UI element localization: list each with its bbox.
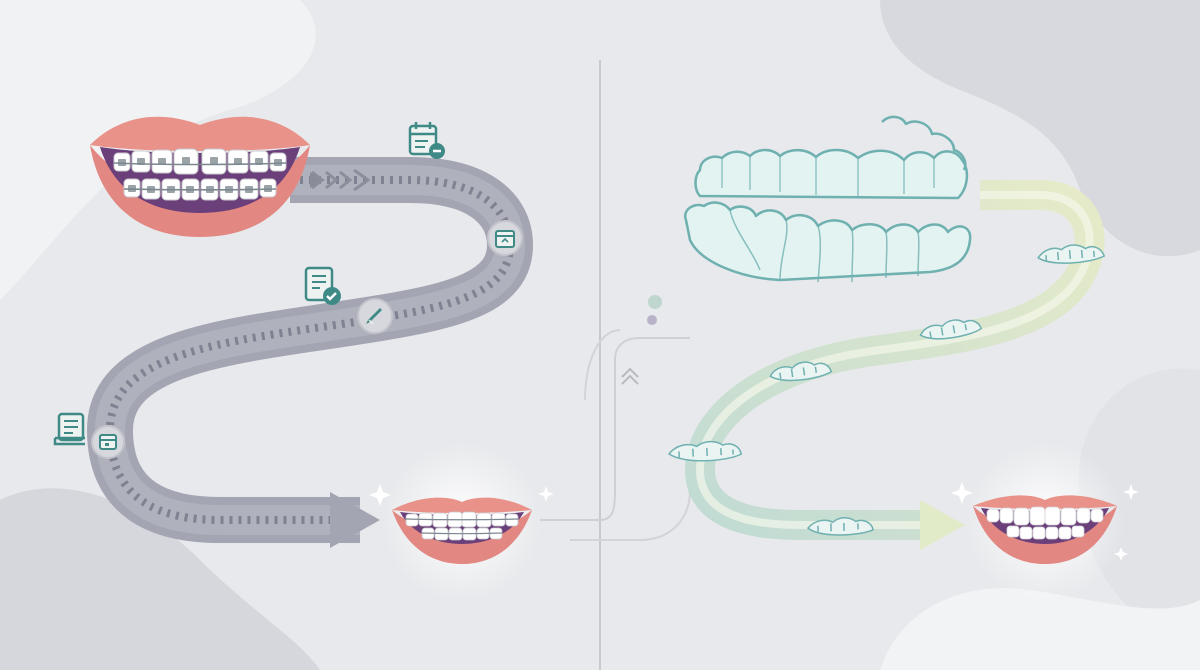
- upper-wire: [113, 162, 287, 166]
- sparkle-icon: [951, 482, 1139, 561]
- center-connector-line: [540, 337, 690, 521]
- bg-blob-bottom-left: [0, 488, 320, 670]
- braces-road-arrow-head: [330, 492, 380, 548]
- braces-start-chevron-marks: [311, 168, 371, 192]
- aligner-tray-small: [919, 319, 983, 340]
- pencil-icon: [357, 298, 393, 334]
- lower-aligner-tray: [683, 201, 972, 283]
- braces-road-dashes: [105, 176, 515, 524]
- bg-blob-bottom-right: [880, 588, 1200, 670]
- bg-blob-right-light: [1078, 368, 1200, 650]
- aligner-tray-small: [667, 440, 742, 462]
- white-smile-end: [951, 442, 1139, 602]
- center-connector-line-3: [584, 329, 621, 401]
- smile-with-braces-end: [369, 442, 554, 602]
- dot-teal: [648, 295, 662, 309]
- chevron-up-icon: [621, 367, 639, 385]
- calendar-small-icon: [91, 425, 125, 459]
- braces-treatment-path: [87, 157, 533, 548]
- upper-teeth: [113, 148, 287, 175]
- braces-milestones: [53, 122, 523, 459]
- bg-blob-top-left: [0, 0, 316, 300]
- checklist-check-icon: [304, 266, 341, 305]
- lower-lip: [90, 145, 310, 237]
- upper-aligner-tray: [694, 115, 969, 200]
- dot-purple: [647, 315, 657, 325]
- aligner-road-arrow-head: [920, 500, 965, 550]
- center-connector-line-2: [570, 489, 691, 541]
- upper-lip: [90, 116, 310, 151]
- lower-wire: [123, 188, 277, 191]
- calendar-minus-icon: [408, 122, 445, 159]
- bg-blob-top-right: [880, 0, 1200, 257]
- sparkle-icon: [369, 484, 554, 506]
- clear-aligner-trays: [683, 115, 972, 283]
- aligner-tray-small: [1037, 244, 1106, 264]
- smile-with-braces-start: [90, 116, 310, 237]
- aligner-trays-along-path: [667, 244, 1106, 536]
- aligner-tray-small: [769, 361, 833, 382]
- aligner-tray-small: [806, 516, 874, 536]
- calendar-icon: [487, 220, 523, 256]
- checklist-board-icon: [53, 412, 85, 446]
- braces-start-chevrons: [310, 172, 325, 188]
